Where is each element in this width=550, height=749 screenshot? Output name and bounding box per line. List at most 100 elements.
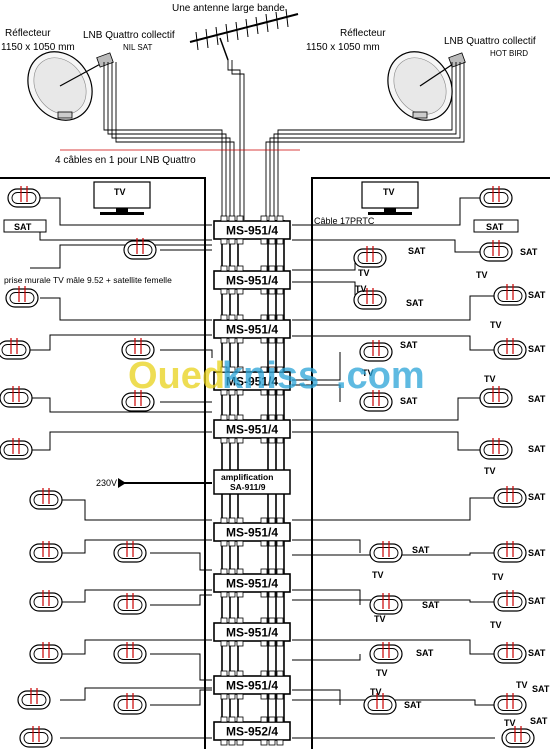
switch-connector bbox=[268, 215, 276, 222]
tv-sat-outlet bbox=[29, 540, 63, 563]
right-reflector-label: Réflecteur bbox=[340, 28, 386, 39]
switch-connector bbox=[268, 591, 276, 598]
sat-label-right-1 bbox=[473, 219, 519, 233]
tv-sat-outlet bbox=[479, 385, 513, 408]
switch-connector bbox=[236, 517, 244, 524]
multiswitch-box bbox=[213, 721, 291, 741]
tv-r13: TV bbox=[492, 572, 504, 582]
sat-r3: SAT bbox=[520, 247, 538, 257]
switch-connector bbox=[276, 437, 284, 444]
tv-left-label: TV bbox=[114, 187, 126, 197]
switch-connector bbox=[260, 414, 268, 421]
switch-connector bbox=[260, 517, 268, 524]
switch-connector bbox=[236, 215, 244, 222]
left-lnb-label: LNB Quattro collectif bbox=[83, 30, 175, 41]
watermark-part-1: Oued bbox=[128, 355, 225, 397]
tv-sat-outlet bbox=[29, 641, 63, 664]
switch-connector bbox=[228, 540, 236, 547]
tv-sat-outlet bbox=[369, 540, 403, 563]
sat-r5: SAT bbox=[528, 290, 546, 300]
tv-sat-outlet bbox=[369, 592, 403, 615]
power-cable bbox=[118, 478, 212, 488]
switch-connector bbox=[228, 314, 236, 321]
switch-connector bbox=[276, 366, 284, 373]
switch-connector bbox=[276, 238, 284, 245]
switch-connector bbox=[220, 414, 228, 421]
switch-connector bbox=[268, 540, 276, 547]
switch-connector bbox=[220, 591, 228, 598]
switch-connector bbox=[236, 437, 244, 444]
switch-connector bbox=[276, 389, 284, 396]
building-walls bbox=[0, 177, 550, 749]
switch-connector bbox=[220, 265, 228, 272]
watermark-part-2: kniss bbox=[222, 355, 319, 397]
tv-r16: TV bbox=[376, 668, 388, 678]
switch-connector bbox=[228, 366, 236, 373]
multiswitch-label: MS-951/4 bbox=[226, 375, 278, 389]
switch-connector bbox=[276, 716, 284, 723]
tv-sat-outlet bbox=[479, 437, 513, 460]
multiswitch-label: MS-951/4 bbox=[226, 679, 278, 693]
switch-connector bbox=[276, 617, 284, 624]
tv-sat-outlet bbox=[369, 641, 403, 664]
multiswitch-box bbox=[213, 675, 291, 695]
tv-sat-outlet bbox=[479, 185, 513, 208]
switch-connector bbox=[220, 617, 228, 624]
tv-r5: TV bbox=[490, 320, 502, 330]
switch-connector bbox=[228, 215, 236, 222]
switch-connector bbox=[268, 238, 276, 245]
tv-sat-outlet bbox=[353, 245, 387, 268]
switch-connector bbox=[228, 568, 236, 575]
switch-connector bbox=[228, 617, 236, 624]
tv-left bbox=[93, 181, 151, 215]
cable-type-label: Câble 17PRTC bbox=[314, 216, 375, 226]
tv-sat-outlet bbox=[493, 283, 527, 306]
switch-connector bbox=[236, 670, 244, 677]
switch-connector bbox=[268, 716, 276, 723]
switch-connector bbox=[220, 437, 228, 444]
switch-connector bbox=[228, 437, 236, 444]
switch-connector bbox=[276, 414, 284, 421]
switch-connector bbox=[228, 716, 236, 723]
switch-connector bbox=[260, 265, 268, 272]
tv-r10: TV bbox=[484, 466, 496, 476]
tv-sat-outlet bbox=[493, 337, 527, 360]
sat-left-1: SAT bbox=[14, 222, 32, 232]
switch-connector bbox=[220, 366, 228, 373]
switch-connector bbox=[220, 215, 228, 222]
switch-connector bbox=[228, 693, 236, 700]
sat-r20: SAT bbox=[530, 716, 548, 726]
switch-connector bbox=[228, 739, 236, 746]
sat-r4: SAT bbox=[406, 298, 424, 308]
switch-connector bbox=[260, 670, 268, 677]
switch-connector bbox=[220, 238, 228, 245]
broadband-antenna bbox=[189, 8, 299, 61]
switch-connector bbox=[228, 238, 236, 245]
switch-connector bbox=[276, 265, 284, 272]
switch-connector bbox=[220, 288, 228, 295]
switch-connector bbox=[268, 437, 276, 444]
amplifier bbox=[213, 469, 291, 495]
tv-r4: TV bbox=[355, 284, 367, 294]
tv-sat-outlet bbox=[19, 725, 53, 748]
switch-connector bbox=[268, 670, 276, 677]
tv-r8: TV bbox=[362, 368, 374, 378]
switch-connector bbox=[260, 693, 268, 700]
multiswitch-box bbox=[213, 220, 291, 240]
tv-sat-outlet bbox=[17, 687, 51, 710]
lnb-cables bbox=[103, 60, 465, 220]
sat-right-1: SAT bbox=[486, 222, 504, 232]
switch-connector bbox=[236, 389, 244, 396]
multiswitch-label: MS-951/4 bbox=[226, 274, 278, 288]
tv-r14: TV bbox=[374, 614, 386, 624]
antenna-label: Une antenne large bande bbox=[172, 3, 285, 14]
tv-sat-outlet bbox=[0, 437, 33, 460]
switch-connector bbox=[260, 366, 268, 373]
right-reflector-size: 1150 x 1050 mm bbox=[306, 42, 380, 53]
switch-connector bbox=[236, 314, 244, 321]
multiswitch-label: MS-951/4 bbox=[226, 323, 278, 337]
multiswitch-box bbox=[213, 622, 291, 642]
tv-sat-outlet bbox=[493, 540, 527, 563]
switch-connector bbox=[228, 670, 236, 677]
